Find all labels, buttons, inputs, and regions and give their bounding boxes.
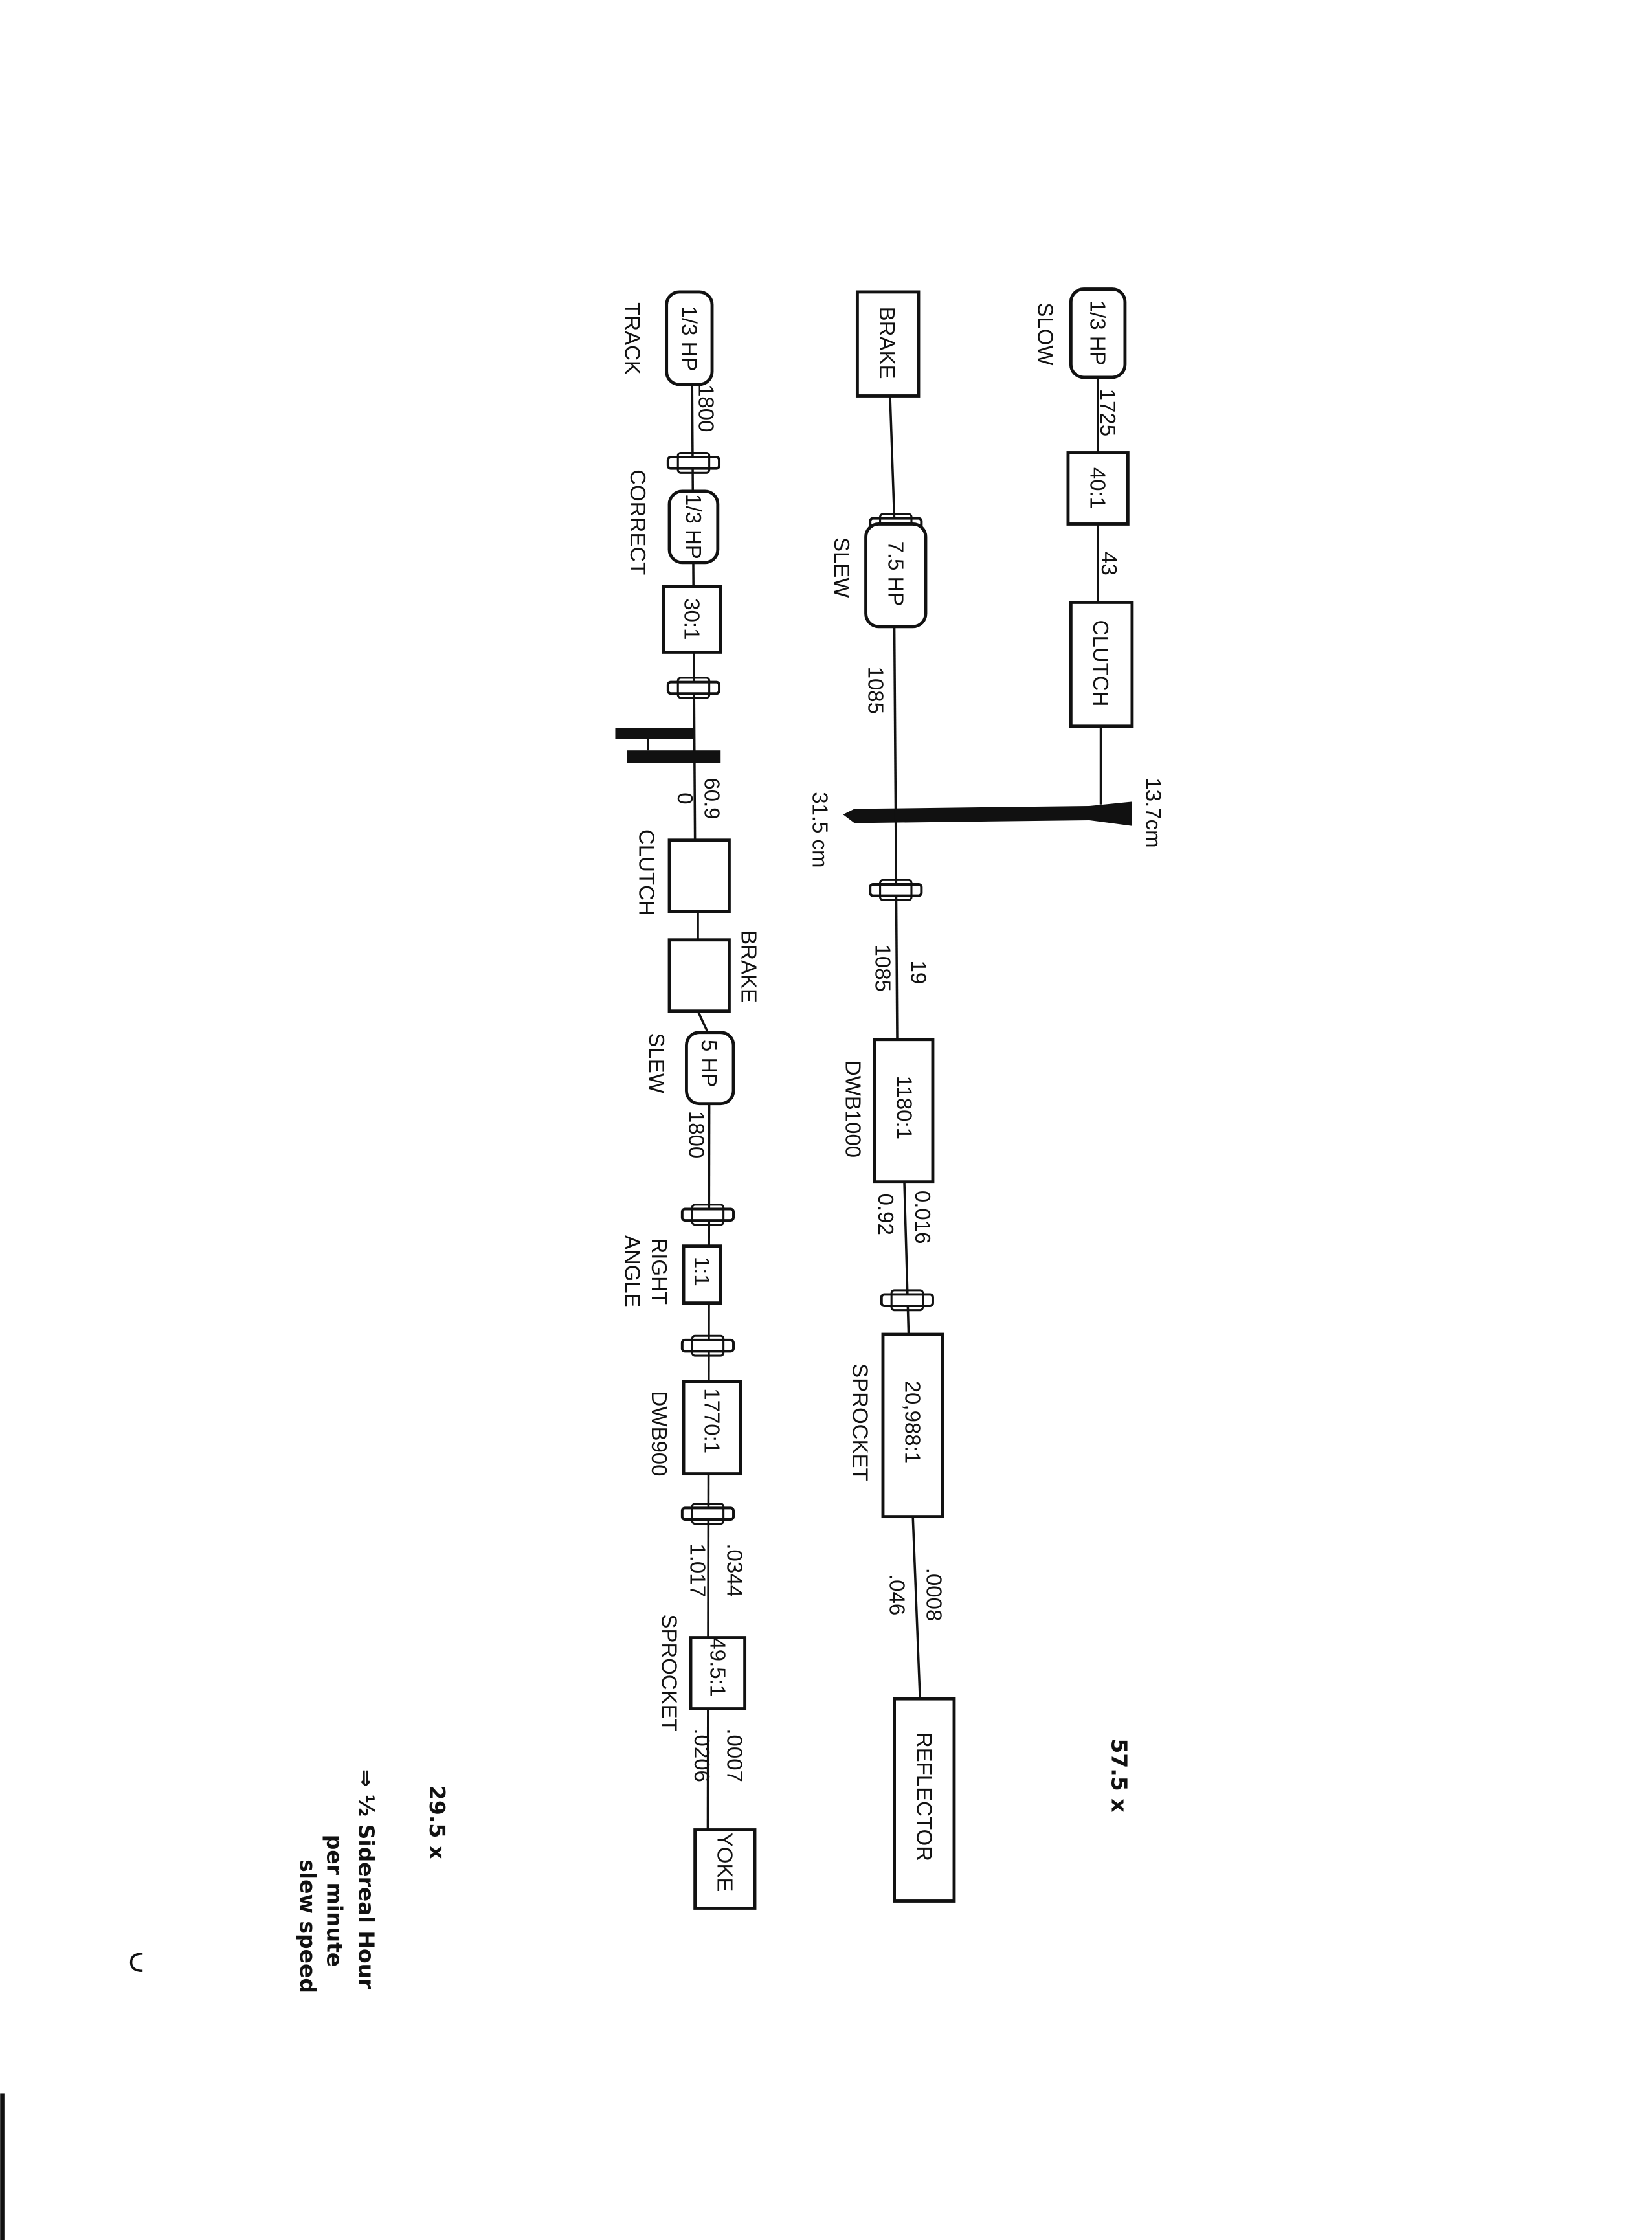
- bottom-worm-out-top: .0344: [723, 1543, 747, 1597]
- slew-motor-label: 7.5 HP: [884, 541, 908, 607]
- bottom-clutch-box: [667, 838, 731, 913]
- slew-5hp-label: 5 HP: [697, 1040, 721, 1087]
- reducer-40-box: [1066, 451, 1130, 526]
- reflector-note: 57.5 x: [1107, 1738, 1132, 1812]
- bottom-chain: 1/3 HP TRACK 1800 1/3 HP CORRECT 30:1 60…: [615, 290, 761, 1910]
- worm-1180-label: 1180:1: [892, 1076, 916, 1139]
- drive-belt: [843, 801, 1132, 826]
- right-angle-ratio: 1:1: [690, 1257, 714, 1286]
- middle-chain: BRAKE 7.5 HP SLEW 1085 31.5 cm 19 1085 1…: [809, 290, 1132, 1903]
- angle-label: ANGLE: [620, 1235, 644, 1308]
- dwb1000-label: DWB1000: [841, 1060, 865, 1158]
- out-bottom: .046: [885, 1574, 909, 1615]
- brake-box: [855, 290, 921, 398]
- slow-label: SLOW: [1034, 302, 1058, 366]
- slew-motor-box: [864, 522, 928, 629]
- slow-rpm: 1725: [1096, 389, 1120, 436]
- yoke-box: [693, 1828, 757, 1910]
- reducer-30-label: 30:1: [680, 598, 704, 640]
- bottom-slew-rpm: 1800: [684, 1111, 708, 1158]
- reflector-box: [893, 1697, 956, 1903]
- top-clutch-box: [1069, 601, 1134, 728]
- bottom-clutch-label: CLUTCH: [634, 829, 658, 916]
- gear-bottom-value: 0: [673, 792, 697, 804]
- worm-1180-box: [873, 1038, 935, 1184]
- bottom-worm-out-bottom: 1.017: [686, 1543, 710, 1597]
- top-clutch-label: CLUTCH: [1089, 620, 1113, 707]
- correct-motor-label: 1/3 HP: [682, 494, 706, 559]
- slew-label: SLEW: [830, 537, 854, 598]
- belt-label: 13.7cm: [1141, 778, 1165, 847]
- right-angle-box: [682, 1244, 722, 1305]
- handwritten-notes: 29.5 x ⇒ ½ Sidereal Hour per minute slew…: [0, 1769, 450, 2240]
- sprocket-20988-label: 20,988:1: [901, 1381, 925, 1464]
- reducer-out-rpm: 43: [1097, 552, 1121, 576]
- track-motor-box: [665, 290, 714, 386]
- scan-edge: [0, 2093, 5, 2240]
- sprocket-label: SPROCKET: [848, 1363, 872, 1481]
- reflector-label: REFLECTOR: [912, 1732, 936, 1861]
- note-line-2: per minute: [322, 1835, 348, 1967]
- bottom-sprocket-label: SPROCKET: [658, 1614, 682, 1731]
- shaft-top-value: 19: [906, 960, 930, 984]
- slow-motor-label: 1/3 HP: [1086, 300, 1110, 366]
- slow-motor-box: [1069, 287, 1127, 379]
- slew-5hp-box: [685, 1031, 735, 1106]
- note-line-3: slew speed: [295, 1859, 320, 1993]
- right-label: RIGHT: [647, 1238, 671, 1305]
- track-label: TRACK: [620, 302, 644, 375]
- reducer-30-box: [662, 585, 722, 654]
- correct-motor-box: [667, 489, 720, 565]
- stray-mark: [129, 1953, 143, 1973]
- bottom-out-top: .0007: [723, 1729, 747, 1782]
- sprocket-20988-box: [881, 1332, 944, 1519]
- track-motor-label: 1/3 HP: [677, 306, 701, 372]
- note-line-1: ⇒ ½ Sidereal Hour: [353, 1769, 379, 1989]
- yoke-label: YOKE: [713, 1833, 737, 1892]
- dwb900-label: DWB900: [647, 1391, 671, 1477]
- worm-1770-box: [682, 1380, 742, 1476]
- brake-label: BRAKE: [875, 307, 899, 379]
- slew-rpm: 1085: [864, 667, 887, 714]
- bottom-slew-label: SLEW: [645, 1033, 669, 1093]
- sprocket-49-label: 49.5:1: [706, 1637, 730, 1697]
- bottom-out-bottom: .0206: [690, 1729, 714, 1782]
- bottom-brake-label: BRAKE: [737, 930, 761, 1003]
- sprocket-49-box: [689, 1636, 747, 1710]
- worm-out-bottom: 0.92: [874, 1194, 898, 1235]
- shaft-bottom-value: 1085: [871, 945, 895, 992]
- top-chain: 1/3 HP SLOW 1725 40:1 43 CLUTCH 13.7cm: [843, 287, 1165, 848]
- bottom-brake-box: [667, 938, 731, 1013]
- worm-1770-label: 1770:1: [700, 1388, 724, 1453]
- out-top: .0008: [922, 1568, 946, 1622]
- spur-gears: [615, 728, 721, 763]
- pulley-label: 31.5 cm: [809, 792, 832, 868]
- gear-top-value: 60.9: [700, 778, 724, 819]
- track-rpm: 1800: [695, 385, 719, 432]
- correct-label: CORRECT: [626, 469, 650, 575]
- worm-out-top: 0.016: [911, 1191, 935, 1244]
- reducer-40-label: 40:1: [1086, 467, 1110, 509]
- yoke-note: 29.5 x: [425, 1786, 450, 1859]
